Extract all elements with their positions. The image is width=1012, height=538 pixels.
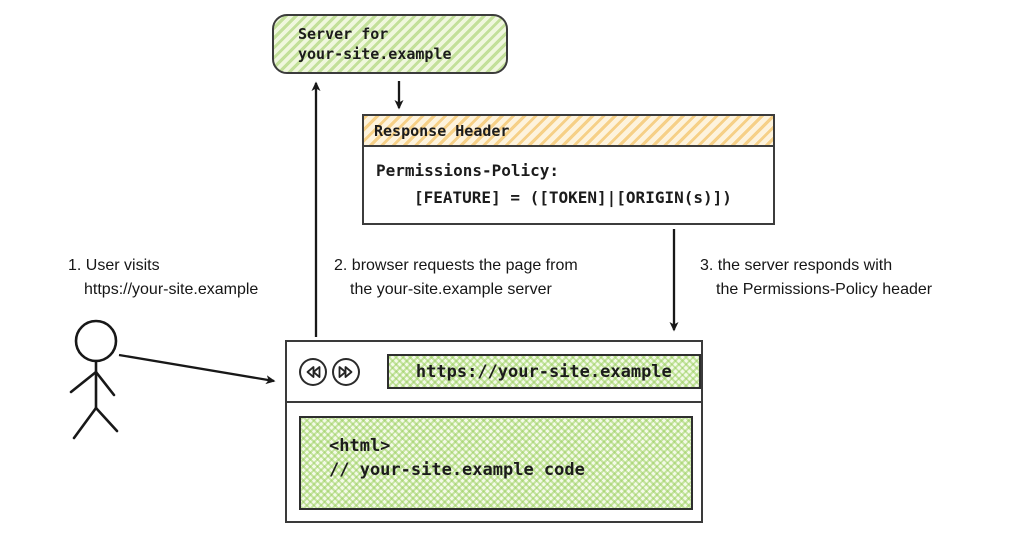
annotation-step3-line1: 3. the server responds with — [700, 257, 893, 274]
feature-token-line: [FEATURE] = ([TOKEN]|[ORIGIN(s)]) — [414, 188, 732, 207]
annotation-step2-line1: 2. browser requests the page from — [334, 257, 578, 274]
arrow-user-to-browser — [118, 353, 276, 385]
response-header-title-bar: Response Header — [364, 116, 773, 147]
server-box: Server for your-site.example — [272, 14, 508, 74]
response-header-title: Response Header — [374, 121, 510, 140]
server-label-line1: Server for — [298, 25, 389, 43]
annotation-step1-line1: 1. User visits — [68, 257, 160, 274]
user-stick-figure-icon — [69, 319, 119, 440]
html-code-line1: <html> — [329, 436, 391, 456]
forward-icon — [337, 364, 355, 380]
annotation-step2: 2. browser requests the page from the yo… — [334, 254, 674, 302]
browser-window: https://your-site.example <html> // your… — [285, 340, 703, 523]
browser-page-content: <html> // your-site.example code — [299, 416, 693, 510]
forward-button[interactable] — [331, 357, 360, 386]
back-icon — [304, 364, 322, 380]
response-header-body: Permissions-Policy: [FEATURE] = ([TOKEN]… — [364, 147, 773, 211]
annotation-step3-line2: the Permissions-Policy header — [716, 281, 933, 298]
back-button[interactable] — [299, 357, 327, 386]
server-label-line2: your-site.example — [298, 45, 452, 63]
browser-toolbar: https://your-site.example — [287, 342, 701, 403]
url-bar[interactable]: https://your-site.example — [386, 354, 701, 389]
annotation-step1-line2: https://your-site.example — [84, 281, 259, 298]
annotation-step2-line2: the your-site.example server — [350, 281, 552, 298]
annotation-step1: 1. User visits https://your-site.example — [68, 254, 328, 302]
url-text: https://your-site.example — [415, 361, 672, 382]
html-code-line2: // your-site.example code — [329, 460, 585, 480]
response-header-box: Response Header Permissions-Policy: [FEA… — [362, 114, 775, 225]
annotation-step3: 3. the server responds with the Permissi… — [700, 254, 1000, 302]
permissions-policy-line: Permissions-Policy: — [376, 161, 560, 180]
user-head — [74, 319, 118, 363]
